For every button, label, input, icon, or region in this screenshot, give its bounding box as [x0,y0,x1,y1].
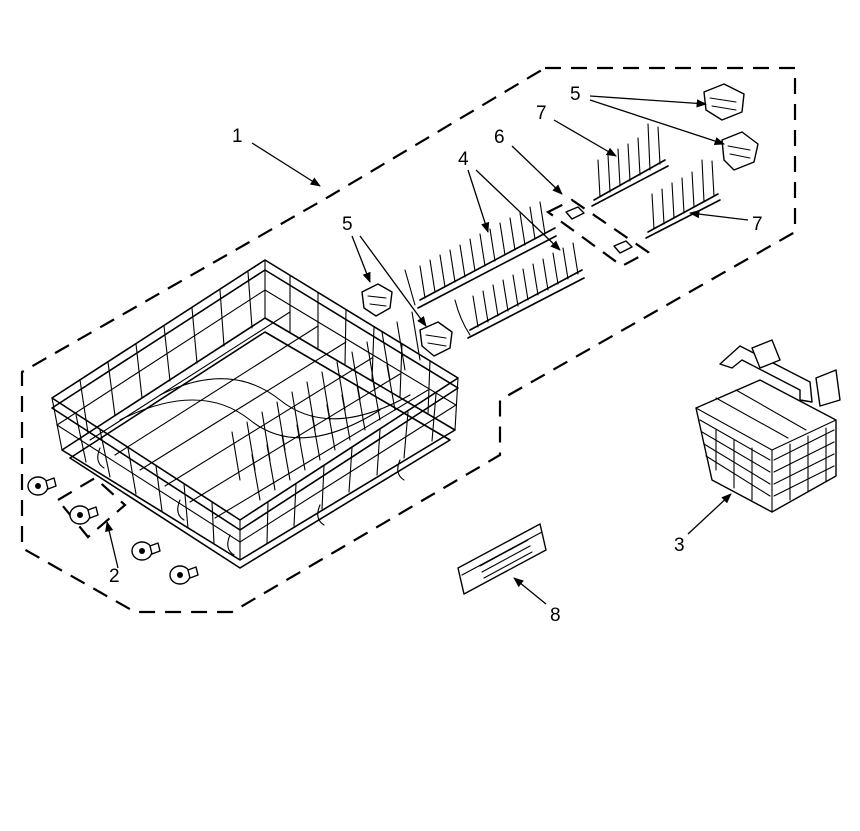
leader-4b [475,169,561,251]
leader-1 [251,142,321,187]
callout-7-top: 7 [536,103,547,124]
callout-5-left: 5 [342,214,353,235]
callout-8: 8 [550,605,561,626]
callout-2: 2 [109,566,120,587]
leader-5-right-b [589,99,725,146]
small-clip-lower [613,240,633,254]
callout-4: 4 [458,149,469,170]
leader-2 [105,520,119,569]
small-clip-upper [565,206,585,220]
leader-5-left-a [351,235,371,283]
rack-wheel-1 [27,476,57,496]
tine-section-upper [591,123,669,207]
tine-section-lower [645,159,721,239]
basket-cover [457,523,547,595]
leader-3 [687,493,732,535]
rack-clip-right-upper [703,83,745,121]
lower-dish-rack [51,259,459,569]
rack-clip-left-lower [419,321,453,357]
rack-wheel-4 [169,565,199,585]
leader-6 [511,145,563,195]
rack-clip-right-lower [721,131,759,171]
rack-wheel-3 [131,541,161,561]
rack-wheel-2 [69,505,99,525]
leader-5-left-b [359,235,427,327]
callout-6: 6 [494,127,505,148]
wheel-group-boundary [56,476,127,539]
rack-assembly-boundary [20,66,797,614]
callout-7-right: 7 [752,214,763,235]
leader-4a [467,169,490,233]
leader-7-right [688,209,749,221]
callout-5-right: 5 [570,84,581,105]
leader-5-right-a [589,95,708,108]
tine-row-lower [454,242,585,339]
rack-clip-left-upper [361,283,393,317]
callout-1: 1 [232,126,243,147]
callout-3: 3 [674,535,685,556]
silverware-basket [695,339,841,513]
leader-7-top [553,119,617,157]
clip-group-boundary [545,198,651,268]
leader-8 [513,577,547,605]
tine-row-upper [404,201,557,309]
